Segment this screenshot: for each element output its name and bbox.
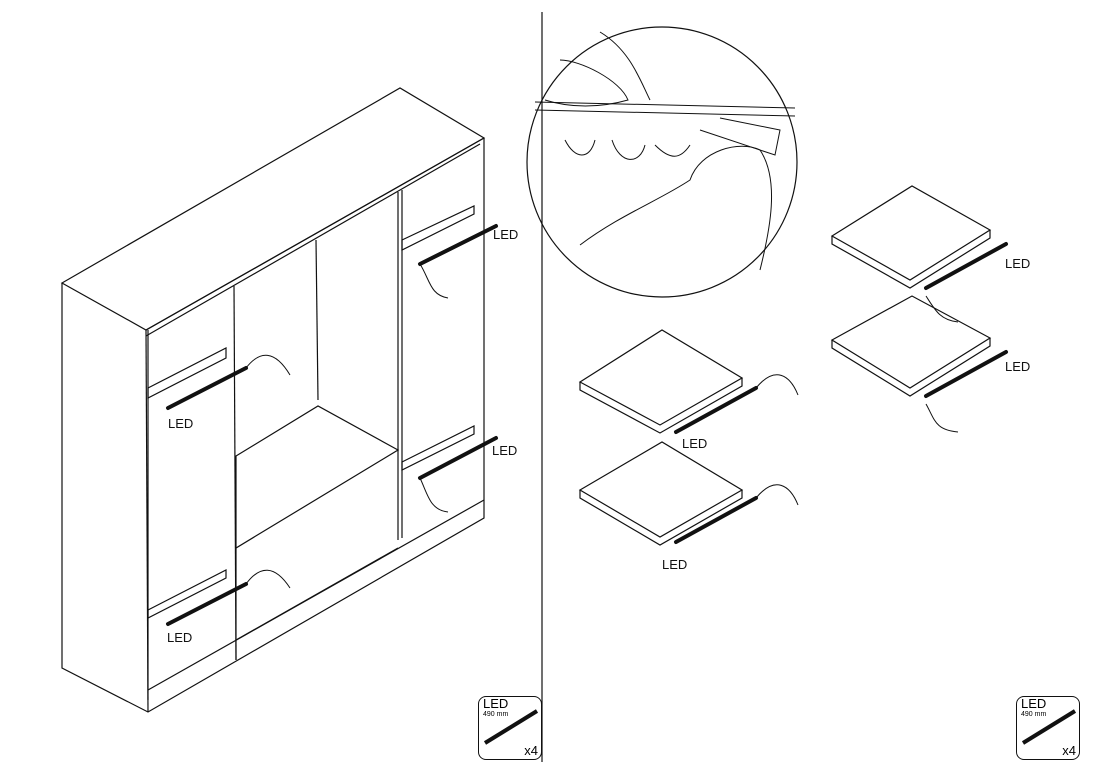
led-label: LED — [492, 443, 518, 458]
led-strip-icon — [1021, 709, 1077, 745]
led-label: LED — [662, 557, 688, 572]
detail-magnifier — [526, 26, 798, 298]
led-label: LED — [168, 416, 194, 431]
led-strips-loose — [674, 242, 1008, 544]
led-strip-icon — [483, 709, 539, 745]
hand-peeling-tape — [534, 31, 796, 271]
led-label: LED — [1005, 359, 1031, 374]
led-label: LED — [1005, 256, 1031, 271]
shelves — [578, 185, 992, 546]
badge-title: LED — [1021, 696, 1047, 711]
badge-quantity: x4 — [524, 743, 538, 758]
parts-badge: LED 490 mm x4 — [478, 696, 542, 760]
badge-quantity: x4 — [1062, 743, 1076, 758]
wardrobe-frame — [60, 87, 486, 713]
badge-title: LED — [483, 696, 509, 711]
led-label: LED — [682, 436, 708, 451]
led-label: LED — [493, 227, 519, 242]
badge-length: 490 mm — [1021, 711, 1047, 718]
led-cables — [245, 263, 449, 589]
led-strips-installed — [166, 224, 498, 626]
led-label: LED — [167, 630, 193, 645]
parts-badge: LED 490 mm x4 — [1016, 696, 1080, 760]
badge-length: 490 mm — [483, 711, 509, 718]
